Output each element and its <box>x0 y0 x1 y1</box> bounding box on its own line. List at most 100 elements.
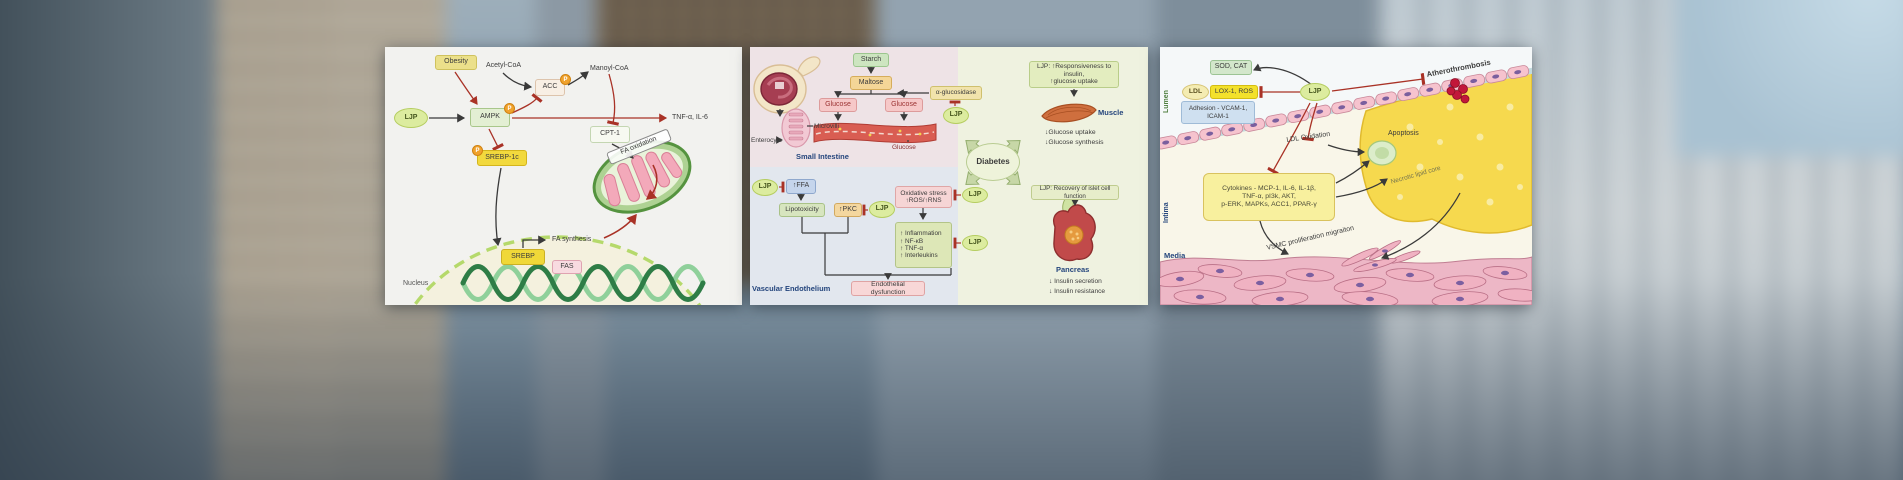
fas-box: FAS <box>552 260 582 274</box>
ljp-label: LJP <box>968 190 982 198</box>
pancreas-label: Pancreas <box>1056 265 1090 274</box>
ljp-node: LJP <box>1300 83 1330 101</box>
oxidative-stress-line1: Oxidative stress <box>900 189 947 197</box>
glucose-uptake-label: ↓Glucose uptake <box>1045 129 1096 136</box>
lipid-pathway-figure[interactable]: Obesity Acetyl-CoA ACC P Manoyl-CoA LJP … <box>385 47 742 305</box>
adhesion-line1: Adhesion - VCAM-1, <box>1188 105 1248 113</box>
srebp1c-box: SREBP-1c <box>477 150 527 166</box>
insulin-secretion-label: ↓ Insulin secretion <box>1049 278 1102 285</box>
phospho-badge: P <box>504 103 515 114</box>
atherosclerosis-pathway-figure[interactable]: Lumen SOD, CAT LDL LOX-1, ROS Adhesion -… <box>1160 47 1532 305</box>
obesity-label: Obesity <box>444 58 468 66</box>
apoptosis-label: Apoptosis <box>1388 130 1419 137</box>
dna-helix-icon <box>460 264 706 302</box>
ljp-label: LJP <box>875 205 889 213</box>
glucose-label: Glucose <box>891 100 917 108</box>
insulin-response-box: LJP: ↑Responsiveness to insulin, ↑glucos… <box>1029 61 1119 88</box>
lox1-ros-box: LOX-1, ROS <box>1210 85 1258 99</box>
cpt1-box: CPT-1 <box>590 126 630 143</box>
adhesion-box: Adhesion - VCAM-1, ICAM-1 <box>1181 101 1255 124</box>
inflammation-box: ↑ Inflammation ↑ NF-κB ↑ TNF-α ↑ Interle… <box>895 222 952 268</box>
ampk-box: AMPK <box>470 108 510 127</box>
srebp-box: SREBP <box>501 249 545 265</box>
lox1-ros-label: LOX-1, ROS <box>1214 88 1254 96</box>
acetyl-coa-label: Acetyl-CoA <box>486 62 522 69</box>
sod-cat-label: SOD, CAT <box>1214 63 1248 71</box>
apoptotic-cell-icon <box>1367 140 1397 166</box>
ljp-node: LJP <box>962 187 988 203</box>
free-glucose-label: Glucose <box>892 144 916 151</box>
islet-recovery-label: LJP: Recovery of islet cell function <box>1039 185 1111 200</box>
inflammation-line: ↑ Inflammation <box>900 230 942 238</box>
oxidative-stress-box: Oxidative stress ↑ROS/↑RNS <box>895 186 952 208</box>
diabetes-pathway-figure[interactable]: Starch Maltose Glucose Glucose α-glucosi… <box>750 47 1148 305</box>
phospho-badge: P <box>472 145 483 156</box>
starch-box: Starch <box>853 53 889 67</box>
inflammation-line: ↑ TNF-α <box>900 245 924 252</box>
alpha-glucosidase-label: α-glucosidase <box>935 89 977 97</box>
sod-cat-box: SOD, CAT <box>1210 60 1252 75</box>
glucose-box: Glucose <box>885 98 923 112</box>
athero-pathway-art <box>1160 47 1532 305</box>
diabetes-label: Diabetes <box>976 157 1010 167</box>
vsmc-layer-icon <box>1160 240 1532 305</box>
ljp-node: LJP <box>752 179 778 196</box>
manoyl-coa-label: Manoyl-CoA <box>590 65 629 72</box>
small-intestine-label: Small Intestine <box>796 152 849 161</box>
inflammation-line: ↑ NF-κB <box>900 237 924 245</box>
insulin-response-line2: ↑glucose uptake <box>1050 78 1098 86</box>
tnf-il6-label: TNF-α, IL-6 <box>672 114 708 121</box>
insulin-response-line1: LJP: ↑Responsiveness to insulin, <box>1036 63 1112 78</box>
glucose-label: Glucose <box>825 100 851 108</box>
ljp-node: LJP <box>394 108 428 128</box>
pathway-arrows <box>1253 63 1461 260</box>
ljp-label: LJP <box>968 238 982 246</box>
lipotoxicity-box: Lipotoxicity <box>779 203 825 217</box>
glucose-box: Glucose <box>819 98 857 112</box>
ljp-node: LJP <box>943 107 969 124</box>
muscle-icon <box>1041 103 1097 123</box>
endothelial-dysfunction-box: Endothelial dysfunction <box>851 281 925 296</box>
small-intestine-icon <box>753 56 821 114</box>
inflammation-line: ↑ Interleukins <box>900 252 938 260</box>
microvilli-label: Microvilli <box>814 123 839 130</box>
ffa-box: ↑FFA <box>786 179 816 194</box>
plaque-icon <box>1359 70 1532 234</box>
srebp1c-label: SREBP-1c <box>485 153 519 161</box>
pathway-arrows <box>776 67 1079 280</box>
ljp-label: LJP <box>758 183 772 191</box>
cytokines-line2: TNF-α, pI3k, AKT, <box>1242 193 1296 201</box>
cpt1-label: CPT-1 <box>600 130 620 138</box>
intima-label: Intima <box>1163 202 1170 223</box>
ljp-label: LJP <box>949 111 963 119</box>
nucleus-label: Nucleus <box>403 280 429 287</box>
pkc-label: ↑PKC <box>839 205 857 213</box>
maltose-label: Maltose <box>858 78 884 86</box>
media-label: Media <box>1164 251 1186 260</box>
insulin-resistance-label: ↓ Insulin resistance <box>1049 288 1106 295</box>
pkc-box: ↑PKC <box>834 203 862 217</box>
glucose-synthesis-label: ↓Glucose synthesis <box>1045 139 1104 146</box>
starch-label: Starch <box>860 55 882 63</box>
ldl-label: LDL <box>1188 88 1203 96</box>
ljp-label: LJP <box>404 113 418 121</box>
blood-vessel-icon <box>813 122 937 144</box>
lumen-label: Lumen <box>1163 90 1170 113</box>
adhesion-line2: ICAM-1 <box>1207 112 1229 120</box>
acc-label: ACC <box>542 83 558 91</box>
fas-label: FAS <box>560 262 574 270</box>
cytokines-line1: Cytokines - MCP-1, IL-6, IL-1β, <box>1222 185 1316 193</box>
vascular-endothelium-label: Vascular Endothelium <box>752 284 831 293</box>
lipotoxicity-label: Lipotoxicity <box>785 206 819 214</box>
diabetes-node: Diabetes <box>966 143 1020 181</box>
obesity-box: Obesity <box>435 55 477 70</box>
srebp-label: SREBP <box>511 252 535 260</box>
muscle-label: Muscle <box>1098 108 1124 117</box>
oxidative-stress-line2: ↑ROS/↑RNS <box>905 197 942 204</box>
ljp-node: LJP <box>962 235 988 251</box>
islet-recovery-box: LJP: Recovery of islet cell function <box>1031 185 1119 200</box>
endothelial-dysfunction-label: Endothelial dysfunction <box>870 280 906 296</box>
ljp-node: LJP <box>869 201 895 218</box>
acc-box: ACC <box>535 79 565 96</box>
